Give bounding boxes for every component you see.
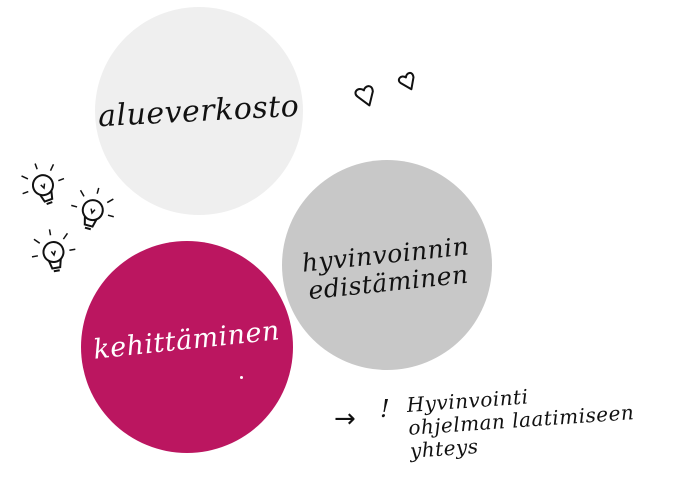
circle-hyvinvoinnin-edistaminen: hyvinvoinnin edistäminen (282, 160, 492, 370)
heart-icon (397, 71, 415, 91)
arrow-right-icon: → (334, 404, 356, 434)
circle-kehittaminen: kehittäminen (81, 241, 293, 453)
circle-alueverkosto: alueverkosto (95, 7, 303, 215)
lightbulb-icon (21, 163, 65, 206)
label-kehittaminen: kehittäminen (92, 315, 282, 366)
note-exclamation: ! (380, 395, 391, 423)
heart-icon (354, 85, 374, 107)
lightbulb-icon (71, 187, 114, 231)
label-alueverkosto: alueverkosto (97, 88, 301, 134)
note: → ! Hyvinvointi ohjelman laatimiseen yht… (334, 385, 654, 490)
note-text: Hyvinvointi ohjelman laatimiseen yhteys (405, 384, 636, 463)
lightbulb-icon (31, 229, 76, 273)
ink-dot (240, 376, 243, 379)
label-hyvinvoinnin-edistaminen: hyvinvoinnin edistäminen (300, 230, 471, 305)
